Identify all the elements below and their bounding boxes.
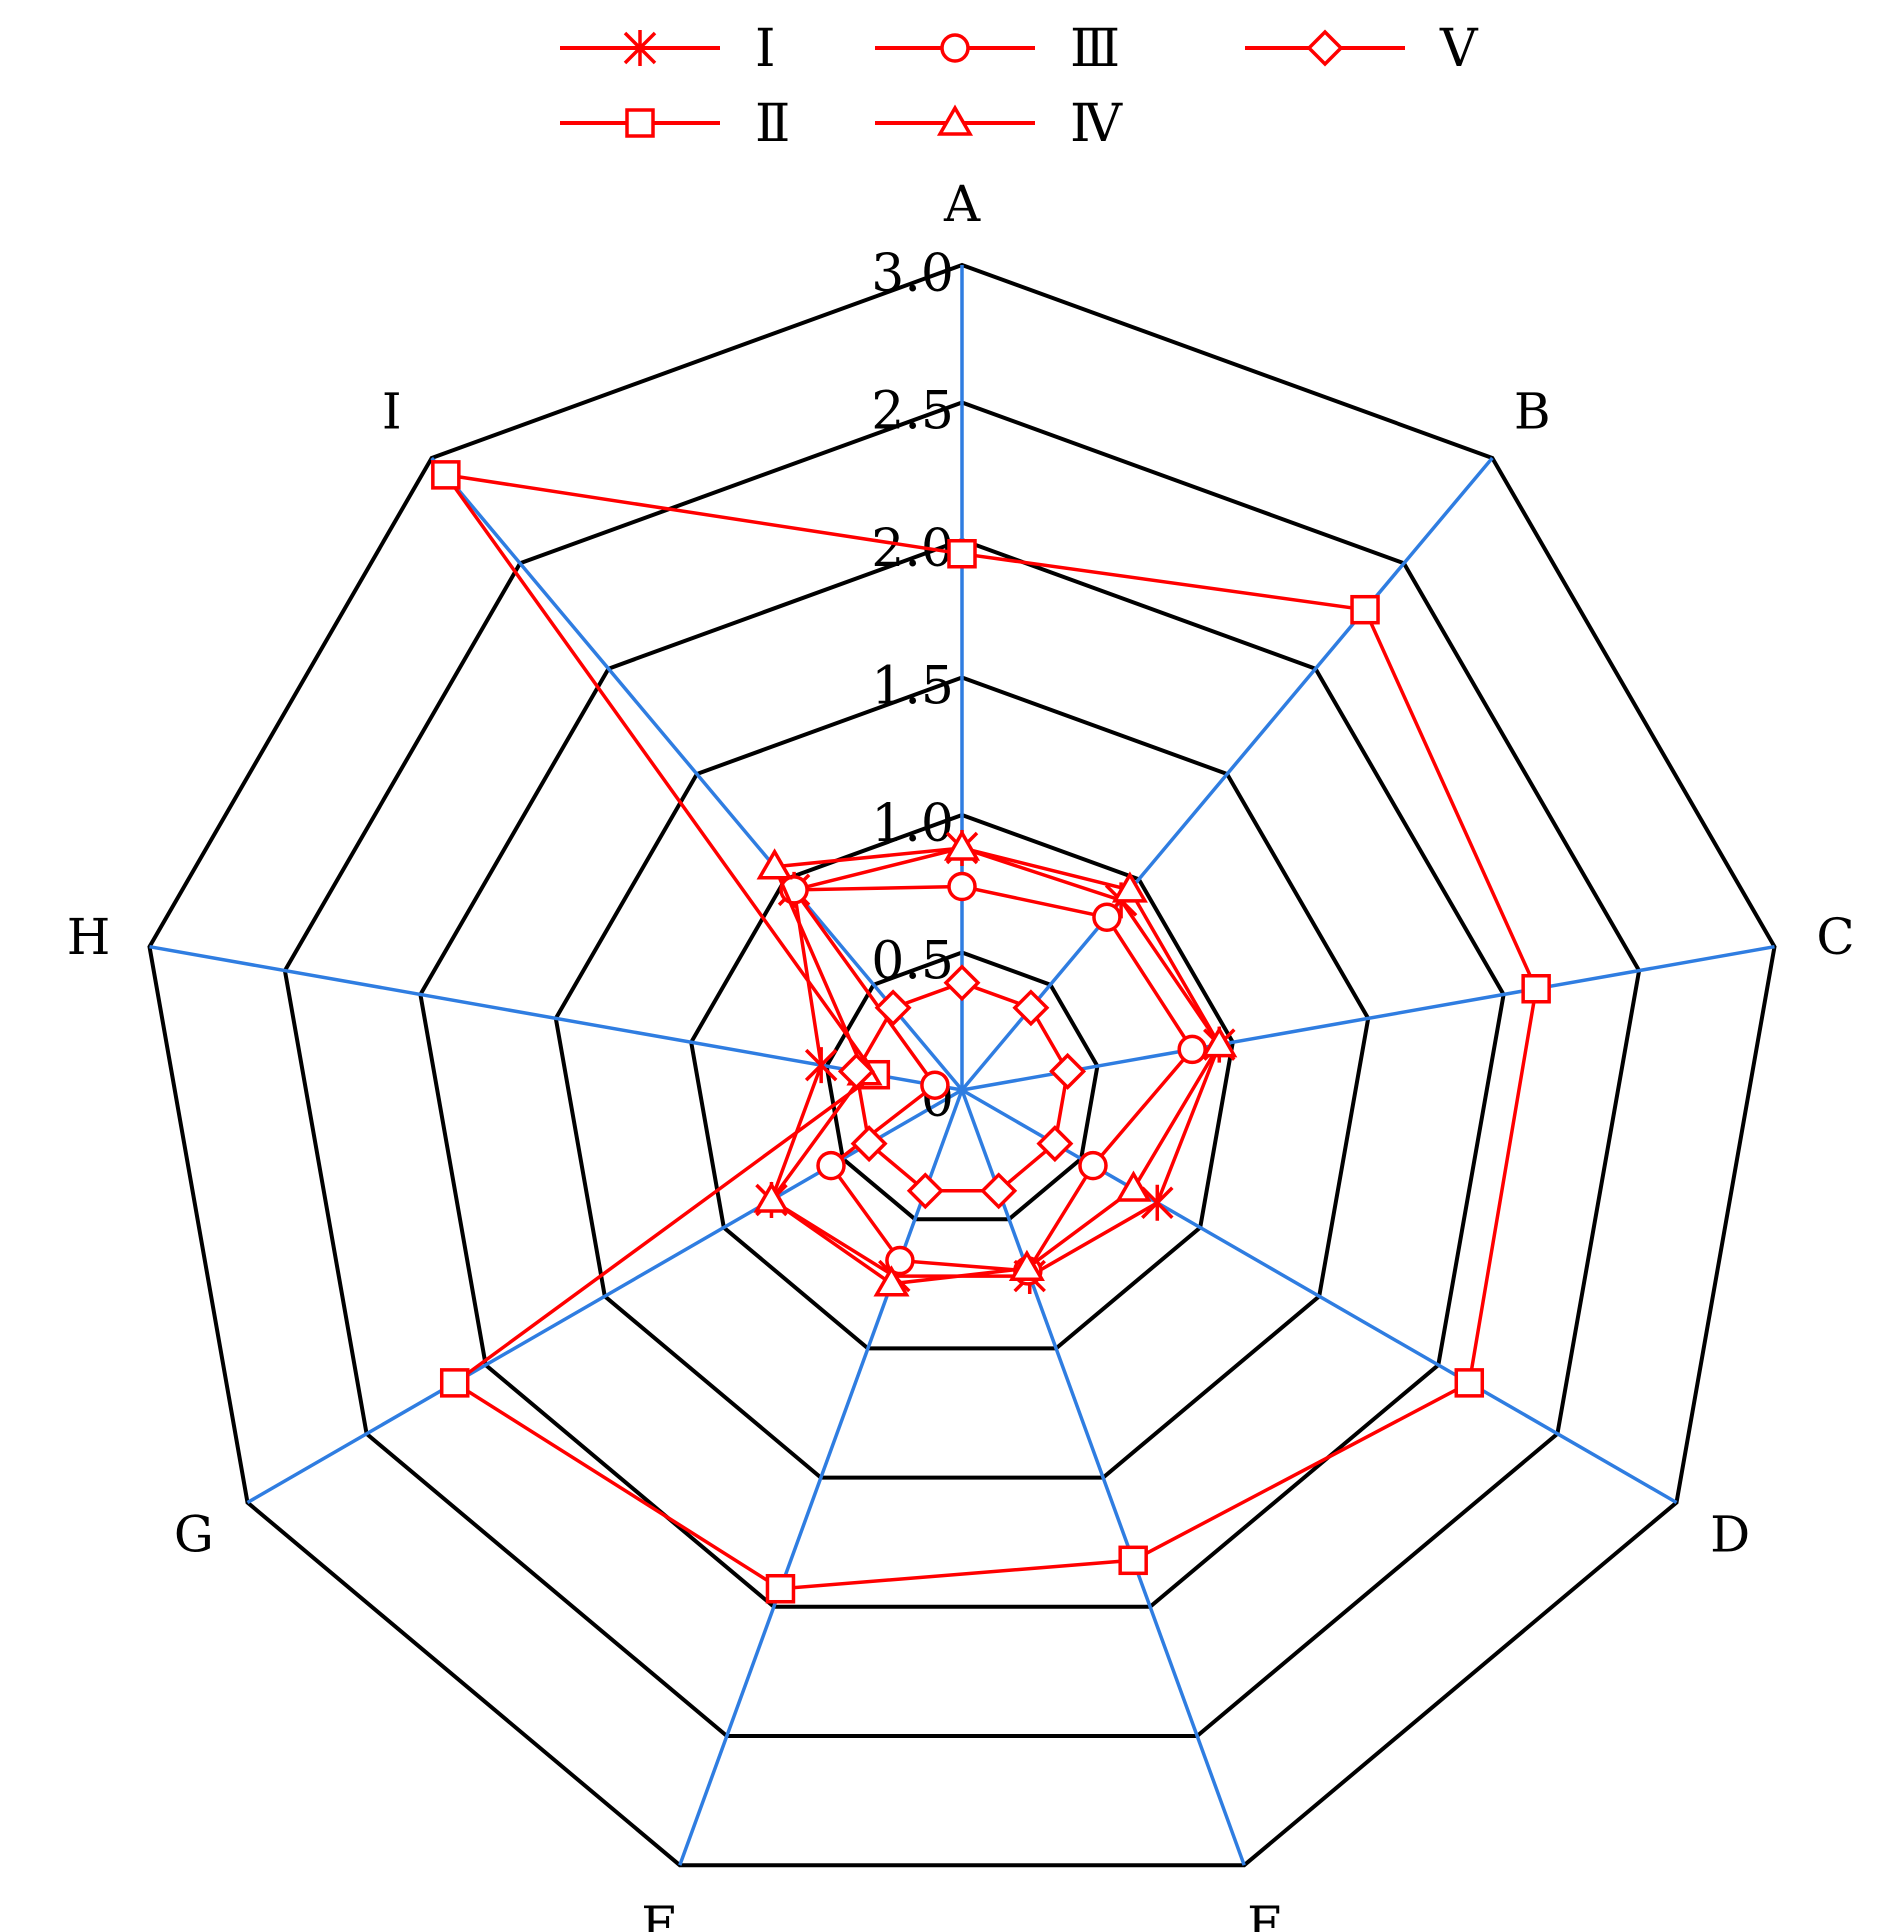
legend-label-4: Ⅳ	[1070, 94, 1123, 154]
series-1-line	[769, 846, 1222, 1278]
grid-ring-3	[553, 675, 1371, 1480]
grid-layer	[147, 262, 1777, 1868]
series-5-point-B	[1012, 989, 1050, 1027]
tick-label: 0.5	[871, 932, 954, 992]
series-2	[431, 460, 1551, 1604]
spoke-B	[960, 456, 1494, 1092]
series-5-point-E	[980, 1172, 1018, 1210]
series-5-point-I	[874, 989, 912, 1027]
series-5-point-A	[943, 964, 981, 1002]
spoke-H	[149, 944, 963, 1092]
category-label-E: E	[1247, 1896, 1284, 1932]
legend-label-2: Ⅱ	[755, 94, 790, 154]
series-2-point-E	[1118, 1545, 1148, 1576]
series-2-point-D	[1454, 1368, 1485, 1398]
legend-item-3: Ⅲ	[875, 19, 1120, 79]
series-4-point-B	[1111, 871, 1148, 903]
spoke-D	[961, 1088, 1678, 1505]
tick-label: 3.0	[871, 244, 954, 304]
series-2-point-B	[1350, 594, 1380, 625]
tick-label: 1.0	[871, 794, 954, 854]
series-3-point-D	[1078, 1150, 1108, 1181]
series-4-point-A	[943, 829, 981, 861]
legend-marker-1	[623, 30, 657, 66]
series-5-point-G	[850, 1125, 888, 1163]
series-4-line	[769, 846, 1222, 1286]
series-4-point-F	[873, 1265, 910, 1297]
series-3	[779, 871, 1207, 1286]
series-3-point-G	[816, 1150, 846, 1181]
series-5-line	[854, 980, 1070, 1193]
grid-ring-2	[689, 812, 1235, 1351]
series-3-point-B	[1092, 902, 1122, 933]
series-2-point-C	[1521, 974, 1551, 1004]
legend-item-2: Ⅱ	[560, 94, 790, 154]
legend: Ⅰ Ⅱ Ⅲ Ⅳ Ⅴ	[560, 19, 1479, 154]
legend-item-5: Ⅴ	[1245, 19, 1479, 79]
series-3-point-H	[920, 1070, 950, 1100]
category-label-layer: A B C D E F G H I	[67, 175, 1855, 1932]
series-4-point-I	[756, 848, 793, 880]
spoke-E	[960, 1089, 1246, 1866]
category-label-I: I	[382, 383, 402, 441]
series-4-point-C	[1201, 1026, 1238, 1058]
series-3-point-A	[947, 871, 977, 902]
tick-label-layer: 00.51.01.52.02.53.0	[871, 244, 954, 1129]
series-4	[753, 829, 1238, 1297]
series-5-point-H	[837, 1052, 875, 1090]
series-5-point-D	[1036, 1125, 1074, 1163]
series-2-line	[441, 472, 1538, 1591]
category-label-G: G	[174, 1506, 214, 1564]
series-5-point-C	[1049, 1052, 1087, 1090]
legend-label-5: Ⅴ	[1439, 19, 1479, 79]
category-label-C: C	[1816, 908, 1854, 966]
grid-ring-5	[282, 400, 1642, 1738]
category-label-D: D	[1710, 1506, 1750, 1564]
spoke-C	[961, 944, 1775, 1092]
series-2-point-G	[439, 1368, 470, 1398]
legend-label-1: Ⅰ	[755, 19, 776, 79]
series-5-point-F	[906, 1172, 944, 1210]
legend-item-1: Ⅰ	[560, 19, 776, 79]
category-label-F: F	[641, 1896, 676, 1932]
legend-marker-3	[940, 33, 970, 63]
series-2-point-I	[431, 460, 461, 490]
grid-ring-4	[418, 537, 1506, 1609]
legend-label-3: Ⅲ	[1070, 19, 1120, 79]
legend-marker-4	[936, 104, 974, 136]
series-3-point-C	[1177, 1034, 1207, 1065]
spoke-G	[246, 1088, 963, 1505]
legend-marker-5	[1306, 29, 1344, 67]
series-layer	[431, 460, 1551, 1604]
series-5	[837, 964, 1087, 1210]
series-4-point-G	[753, 1181, 790, 1213]
category-label-A: A	[943, 175, 981, 233]
spoke-F	[678, 1089, 964, 1866]
series-3-line	[790, 884, 1195, 1273]
series-2-point-F	[765, 1573, 796, 1604]
grid-ring-1	[824, 950, 1100, 1222]
series-1-point-H	[804, 1047, 838, 1084]
spoke-layer	[149, 265, 1775, 1866]
series-4-point-E	[1008, 1249, 1045, 1282]
tick-label: 1.5	[871, 657, 954, 717]
series-1-point-D	[1141, 1184, 1174, 1221]
legend-marker-2	[625, 108, 655, 138]
tick-label: 2.5	[871, 382, 954, 442]
grid-ring-6	[147, 262, 1777, 1868]
spoke-I	[430, 456, 964, 1092]
series-2-point-A	[947, 539, 977, 569]
legend-item-4: Ⅳ	[875, 94, 1123, 154]
category-label-B: B	[1514, 383, 1551, 441]
series-3-point-F	[885, 1245, 915, 1276]
series-4-point-D	[1115, 1170, 1152, 1202]
category-label-H: H	[67, 908, 111, 966]
